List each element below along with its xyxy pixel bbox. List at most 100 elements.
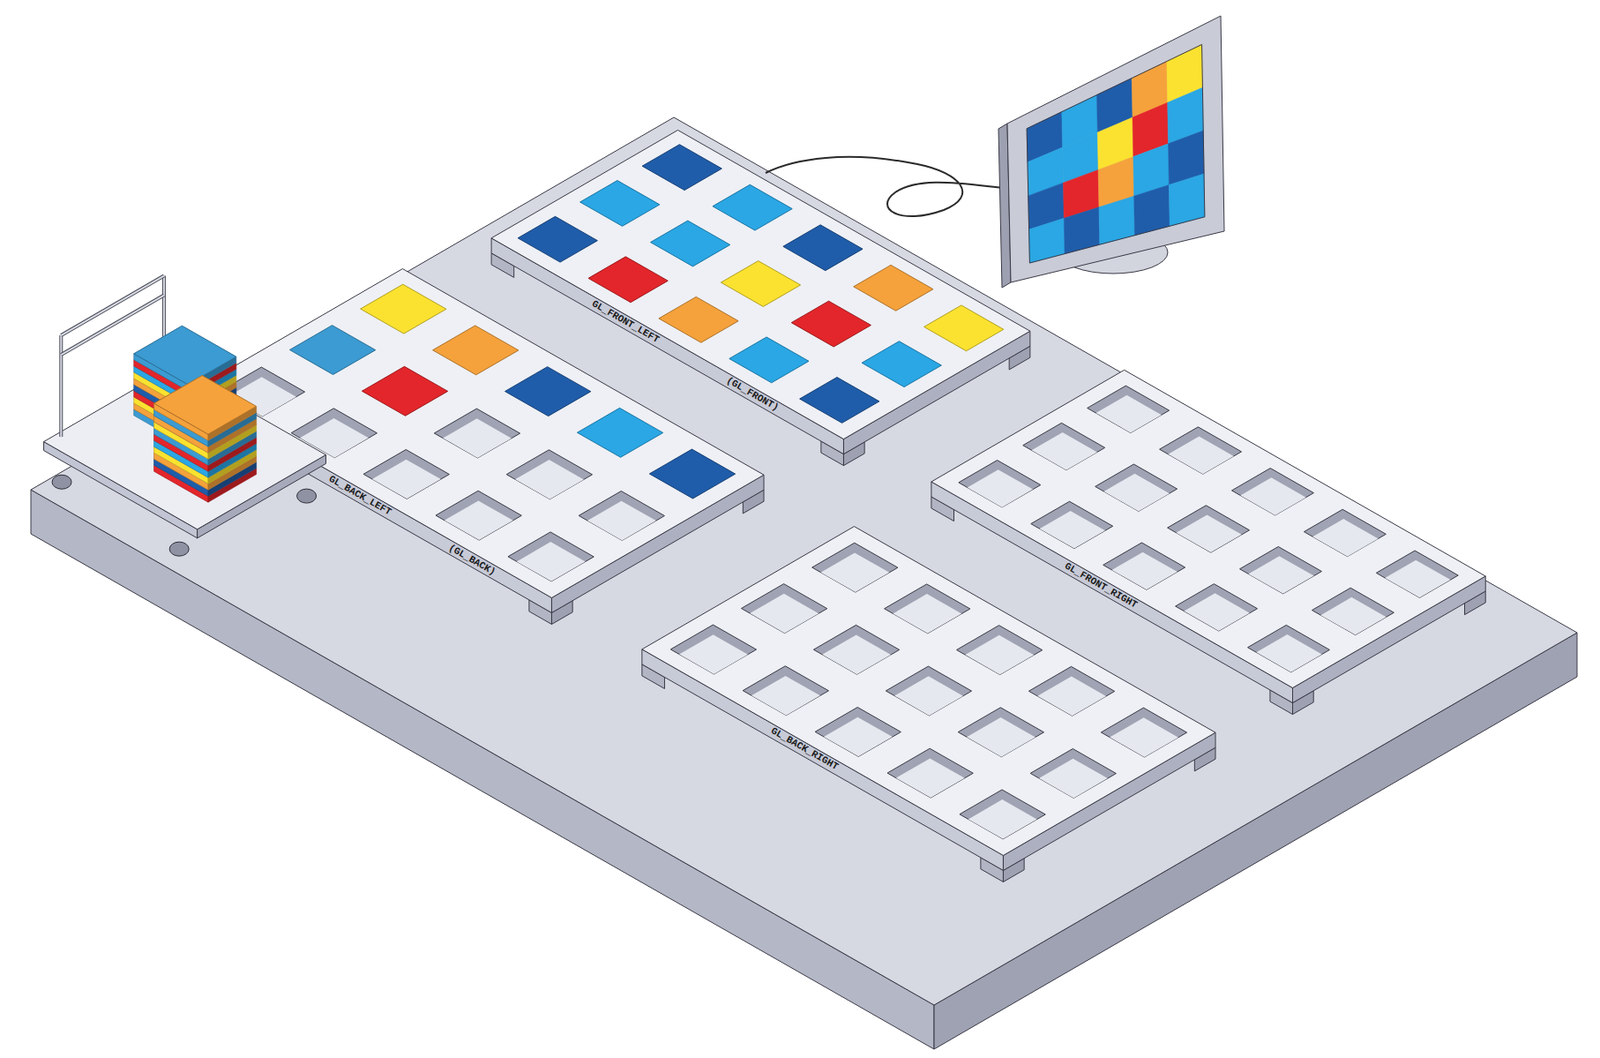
color-tile: [649, 448, 735, 499]
empty-cell: [1095, 463, 1178, 511]
empty-cell: [435, 490, 522, 540]
color-tile: [729, 336, 809, 383]
cell-floor: [966, 717, 1036, 757]
empty-cell: [1023, 422, 1106, 470]
tray-top: [642, 526, 1216, 856]
buffer-label: GL_FRONT_LEFT: [590, 299, 661, 345]
cart-wheel: [169, 541, 189, 556]
color-tile: [588, 256, 668, 303]
screen-border: [1026, 44, 1205, 263]
buffer-label: GL_FRONT_RIGHT: [1063, 561, 1140, 611]
cell-floor: [515, 459, 584, 500]
empty-cell: [1087, 385, 1170, 433]
cell-floor: [587, 500, 657, 541]
buffer-label: GL_BACK_LEFT: [327, 474, 393, 518]
empty-cell: [1031, 500, 1114, 548]
cell-floor: [1384, 560, 1451, 599]
empty-cell: [506, 449, 592, 500]
screen-pixel: [1029, 217, 1066, 263]
empty-cell: [578, 491, 665, 541]
color-tile: [433, 325, 519, 375]
cell-floor: [1096, 395, 1162, 434]
empty-cell: [957, 707, 1044, 757]
cart-handle: [59, 335, 62, 437]
cart: [44, 276, 327, 557]
empty-cell: [1240, 545, 1323, 593]
cell-floor: [1312, 518, 1378, 557]
color-tile: [853, 264, 934, 311]
empty-cell: [813, 624, 899, 674]
color-tile: [289, 325, 375, 375]
empty-cell: [1375, 550, 1458, 598]
empty-cell: [1167, 505, 1250, 553]
empty-cell: [1028, 665, 1115, 716]
cell-floor: [516, 541, 586, 582]
cell-floor: [1104, 473, 1170, 512]
empty-cell: [433, 408, 520, 458]
cell-floor: [1037, 676, 1107, 717]
cell-floor: [967, 469, 1033, 508]
color-tile: [517, 216, 598, 262]
buffer-label: (GL_FRONT): [724, 375, 780, 413]
cell-floor: [749, 593, 819, 634]
cell-floor: [964, 635, 1034, 675]
color-tile: [650, 220, 731, 267]
empty-cell: [740, 583, 827, 634]
color-tile: [642, 144, 722, 191]
empty-cell: [1030, 748, 1116, 799]
color-tile: [924, 305, 1004, 352]
buffer-label: (GL_BACK): [447, 542, 498, 577]
empty-cell: [1248, 624, 1331, 672]
screen-pixel: [1063, 207, 1100, 255]
tray-top: [491, 129, 1031, 439]
cell-floor: [1320, 597, 1386, 636]
empty-cell: [885, 665, 972, 716]
base-plate: [30, 117, 1578, 1049]
color-tile: [580, 180, 660, 227]
empty-cell: [812, 542, 898, 592]
empty-cell: [959, 789, 1046, 839]
cell-floor: [1039, 510, 1106, 549]
cell-floor: [1256, 634, 1322, 673]
cell-floor: [822, 635, 891, 675]
cell-floor: [823, 717, 893, 757]
color-tile: [791, 300, 871, 347]
color-tile: [360, 284, 447, 334]
cell-floor: [1031, 432, 1098, 471]
color-tile: [800, 377, 880, 424]
cart-wheel: [297, 488, 317, 503]
empty-cell: [1311, 587, 1394, 635]
cell-floor: [442, 418, 512, 458]
cell-floor: [968, 799, 1038, 839]
cell-floor: [820, 552, 890, 592]
stacked-tile: [134, 325, 237, 385]
cell-floor: [1175, 514, 1242, 553]
cart-wheel: [52, 474, 72, 489]
color-tile: [361, 366, 448, 416]
monitor: [998, 15, 1225, 288]
empty-cell: [1303, 508, 1386, 556]
color-tile: [720, 261, 800, 307]
buffer-label: GL_BACK_RIGHT: [769, 725, 840, 772]
cell-floor: [1167, 436, 1234, 475]
empty-cell: [742, 665, 829, 716]
empty-cell: [887, 747, 973, 798]
cell-floor: [896, 757, 965, 798]
cell-floor: [444, 500, 514, 540]
cell-floor: [1240, 477, 1306, 516]
buffer-tray: [931, 369, 1486, 714]
empty-cell: [363, 448, 449, 499]
cell-floor: [1248, 555, 1314, 594]
screen-pixel: [1099, 195, 1136, 245]
color-tile: [712, 184, 793, 231]
color-tile: [505, 366, 591, 417]
cart-handle: [59, 335, 63, 437]
buffer-tray: [642, 526, 1216, 883]
cell-floor: [892, 593, 962, 634]
empty-cell: [1100, 707, 1187, 757]
empty-cell: [1159, 426, 1242, 474]
empty-cell: [884, 583, 971, 634]
